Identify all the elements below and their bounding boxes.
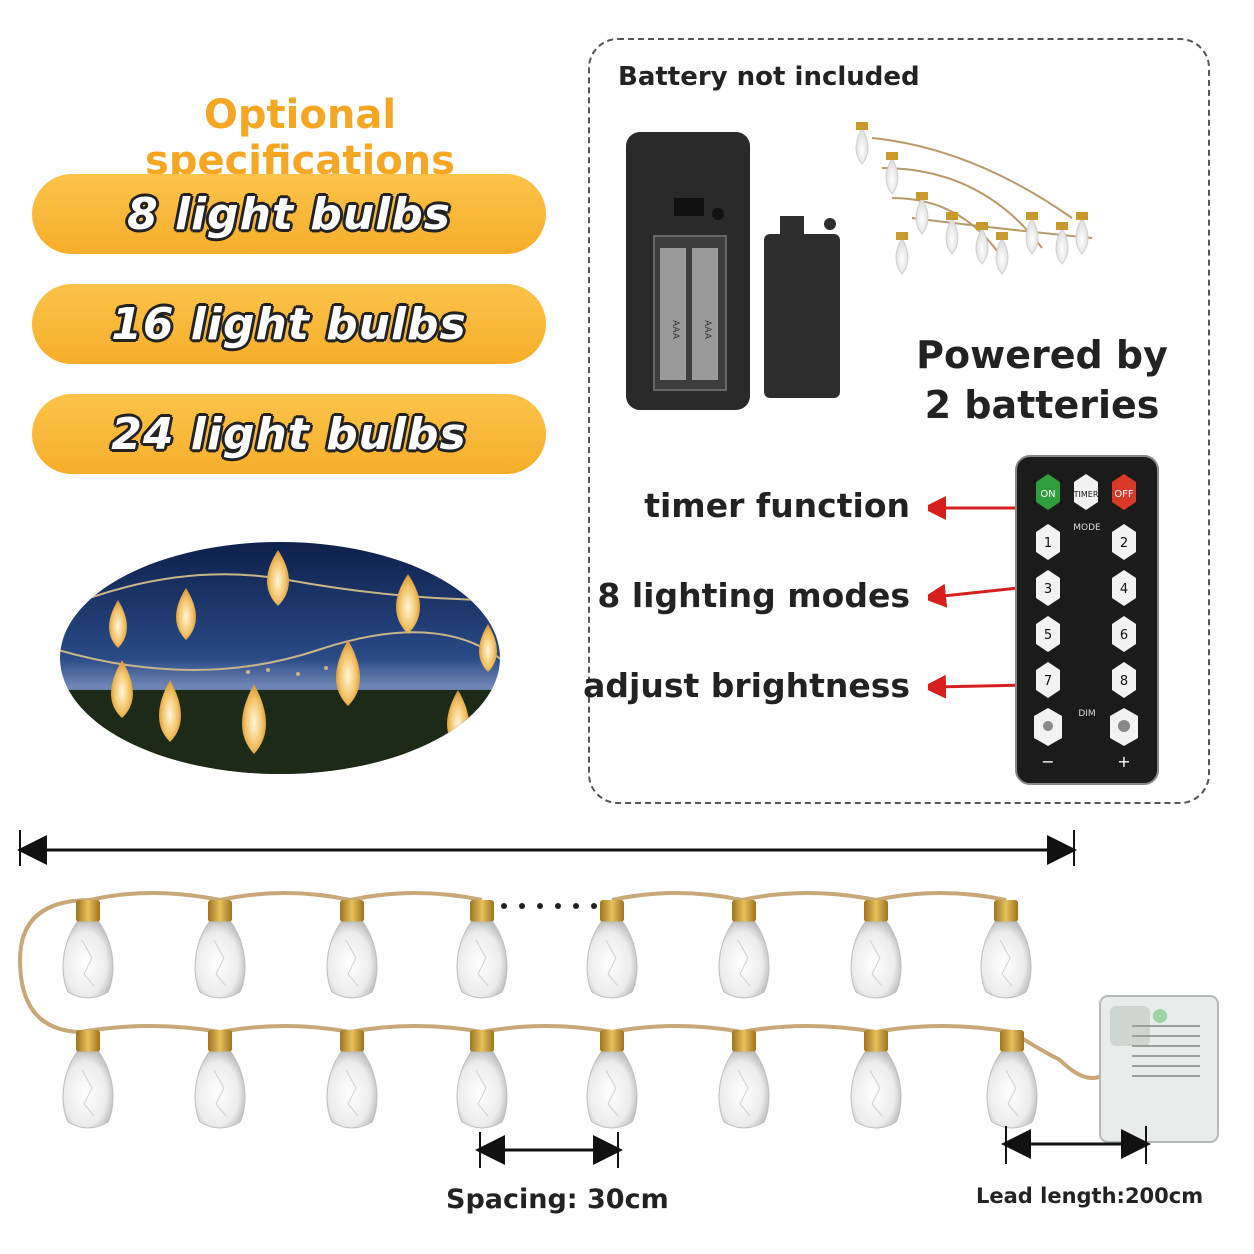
battery-label: AAA xyxy=(670,320,680,340)
svg-text:DIM: DIM xyxy=(1078,709,1095,719)
feature-brightness: adjust brightness xyxy=(583,666,910,705)
option-8-bulbs: 8 light bulbs xyxy=(32,174,546,254)
bulb-icon xyxy=(62,899,1038,1129)
option-24-bulbs: 24 light bulbs xyxy=(32,394,546,474)
sun-icon xyxy=(1043,721,1053,731)
battery-case-image: AAA AAA xyxy=(626,132,840,410)
remote-on-button xyxy=(1036,474,1060,510)
ellipsis-dots xyxy=(501,903,597,909)
svg-text:MODE: MODE xyxy=(1073,523,1101,533)
battery-box-image xyxy=(1099,995,1219,1143)
lead-length-caption: Lead length:200cm xyxy=(976,1184,1204,1208)
glowing-bulb-icon xyxy=(109,550,497,754)
spec-title: Optional specifications xyxy=(145,92,455,184)
remote-timer-button xyxy=(1074,474,1098,510)
string-light-layout-diagram xyxy=(16,830,1219,1168)
svg-text:8: 8 xyxy=(1120,674,1128,689)
powered-line-2: 2 batteries xyxy=(924,383,1160,427)
remote-mode-buttons xyxy=(1036,524,1136,698)
option-label: 16 light bulbs xyxy=(111,298,467,350)
svg-text:ON: ON xyxy=(1040,489,1055,500)
svg-text:7: 7 xyxy=(1044,674,1052,689)
svg-text:6: 6 xyxy=(1120,628,1128,643)
option-label: 8 light bulbs xyxy=(127,188,451,240)
svg-text:TIMER: TIMER xyxy=(1073,490,1099,499)
battery-label: AAA xyxy=(702,320,712,340)
svg-text:−: − xyxy=(1041,752,1054,771)
svg-text:2: 2 xyxy=(1120,536,1128,551)
night-scene-photo xyxy=(60,542,500,774)
feature-arrows xyxy=(928,496,1038,699)
svg-text:1: 1 xyxy=(1044,536,1052,551)
sun-icon xyxy=(1118,720,1130,732)
arrow-dim xyxy=(928,673,1038,699)
arrow-modes xyxy=(928,576,1038,608)
svg-text:OFF: OFF xyxy=(1114,489,1134,500)
feature-timer: timer function xyxy=(644,486,910,525)
svg-text:4: 4 xyxy=(1120,582,1128,597)
battery-box-panel xyxy=(588,38,1210,804)
svg-text:5: 5 xyxy=(1044,628,1052,643)
feature-modes: 8 lighting modes xyxy=(597,576,910,615)
option-label: 24 light bulbs xyxy=(111,408,467,460)
powered-by-text: Powered by 2 batteries xyxy=(912,330,1172,430)
option-16-bulbs: 16 light bulbs xyxy=(32,284,546,364)
string-lights-cluster-image xyxy=(855,122,1093,275)
powered-line-1: Powered by xyxy=(916,333,1168,377)
spacing-caption: Spacing: 30cm xyxy=(446,1184,669,1215)
svg-text:3: 3 xyxy=(1044,582,1052,597)
battery-note: Battery not included xyxy=(618,62,920,92)
svg-text:+: + xyxy=(1117,752,1130,771)
remote-control: ON TIMER OFF MODE 1 2 3 4 5 6 7 8 DIM − + xyxy=(1015,455,1159,785)
remote-off-button xyxy=(1112,474,1136,510)
